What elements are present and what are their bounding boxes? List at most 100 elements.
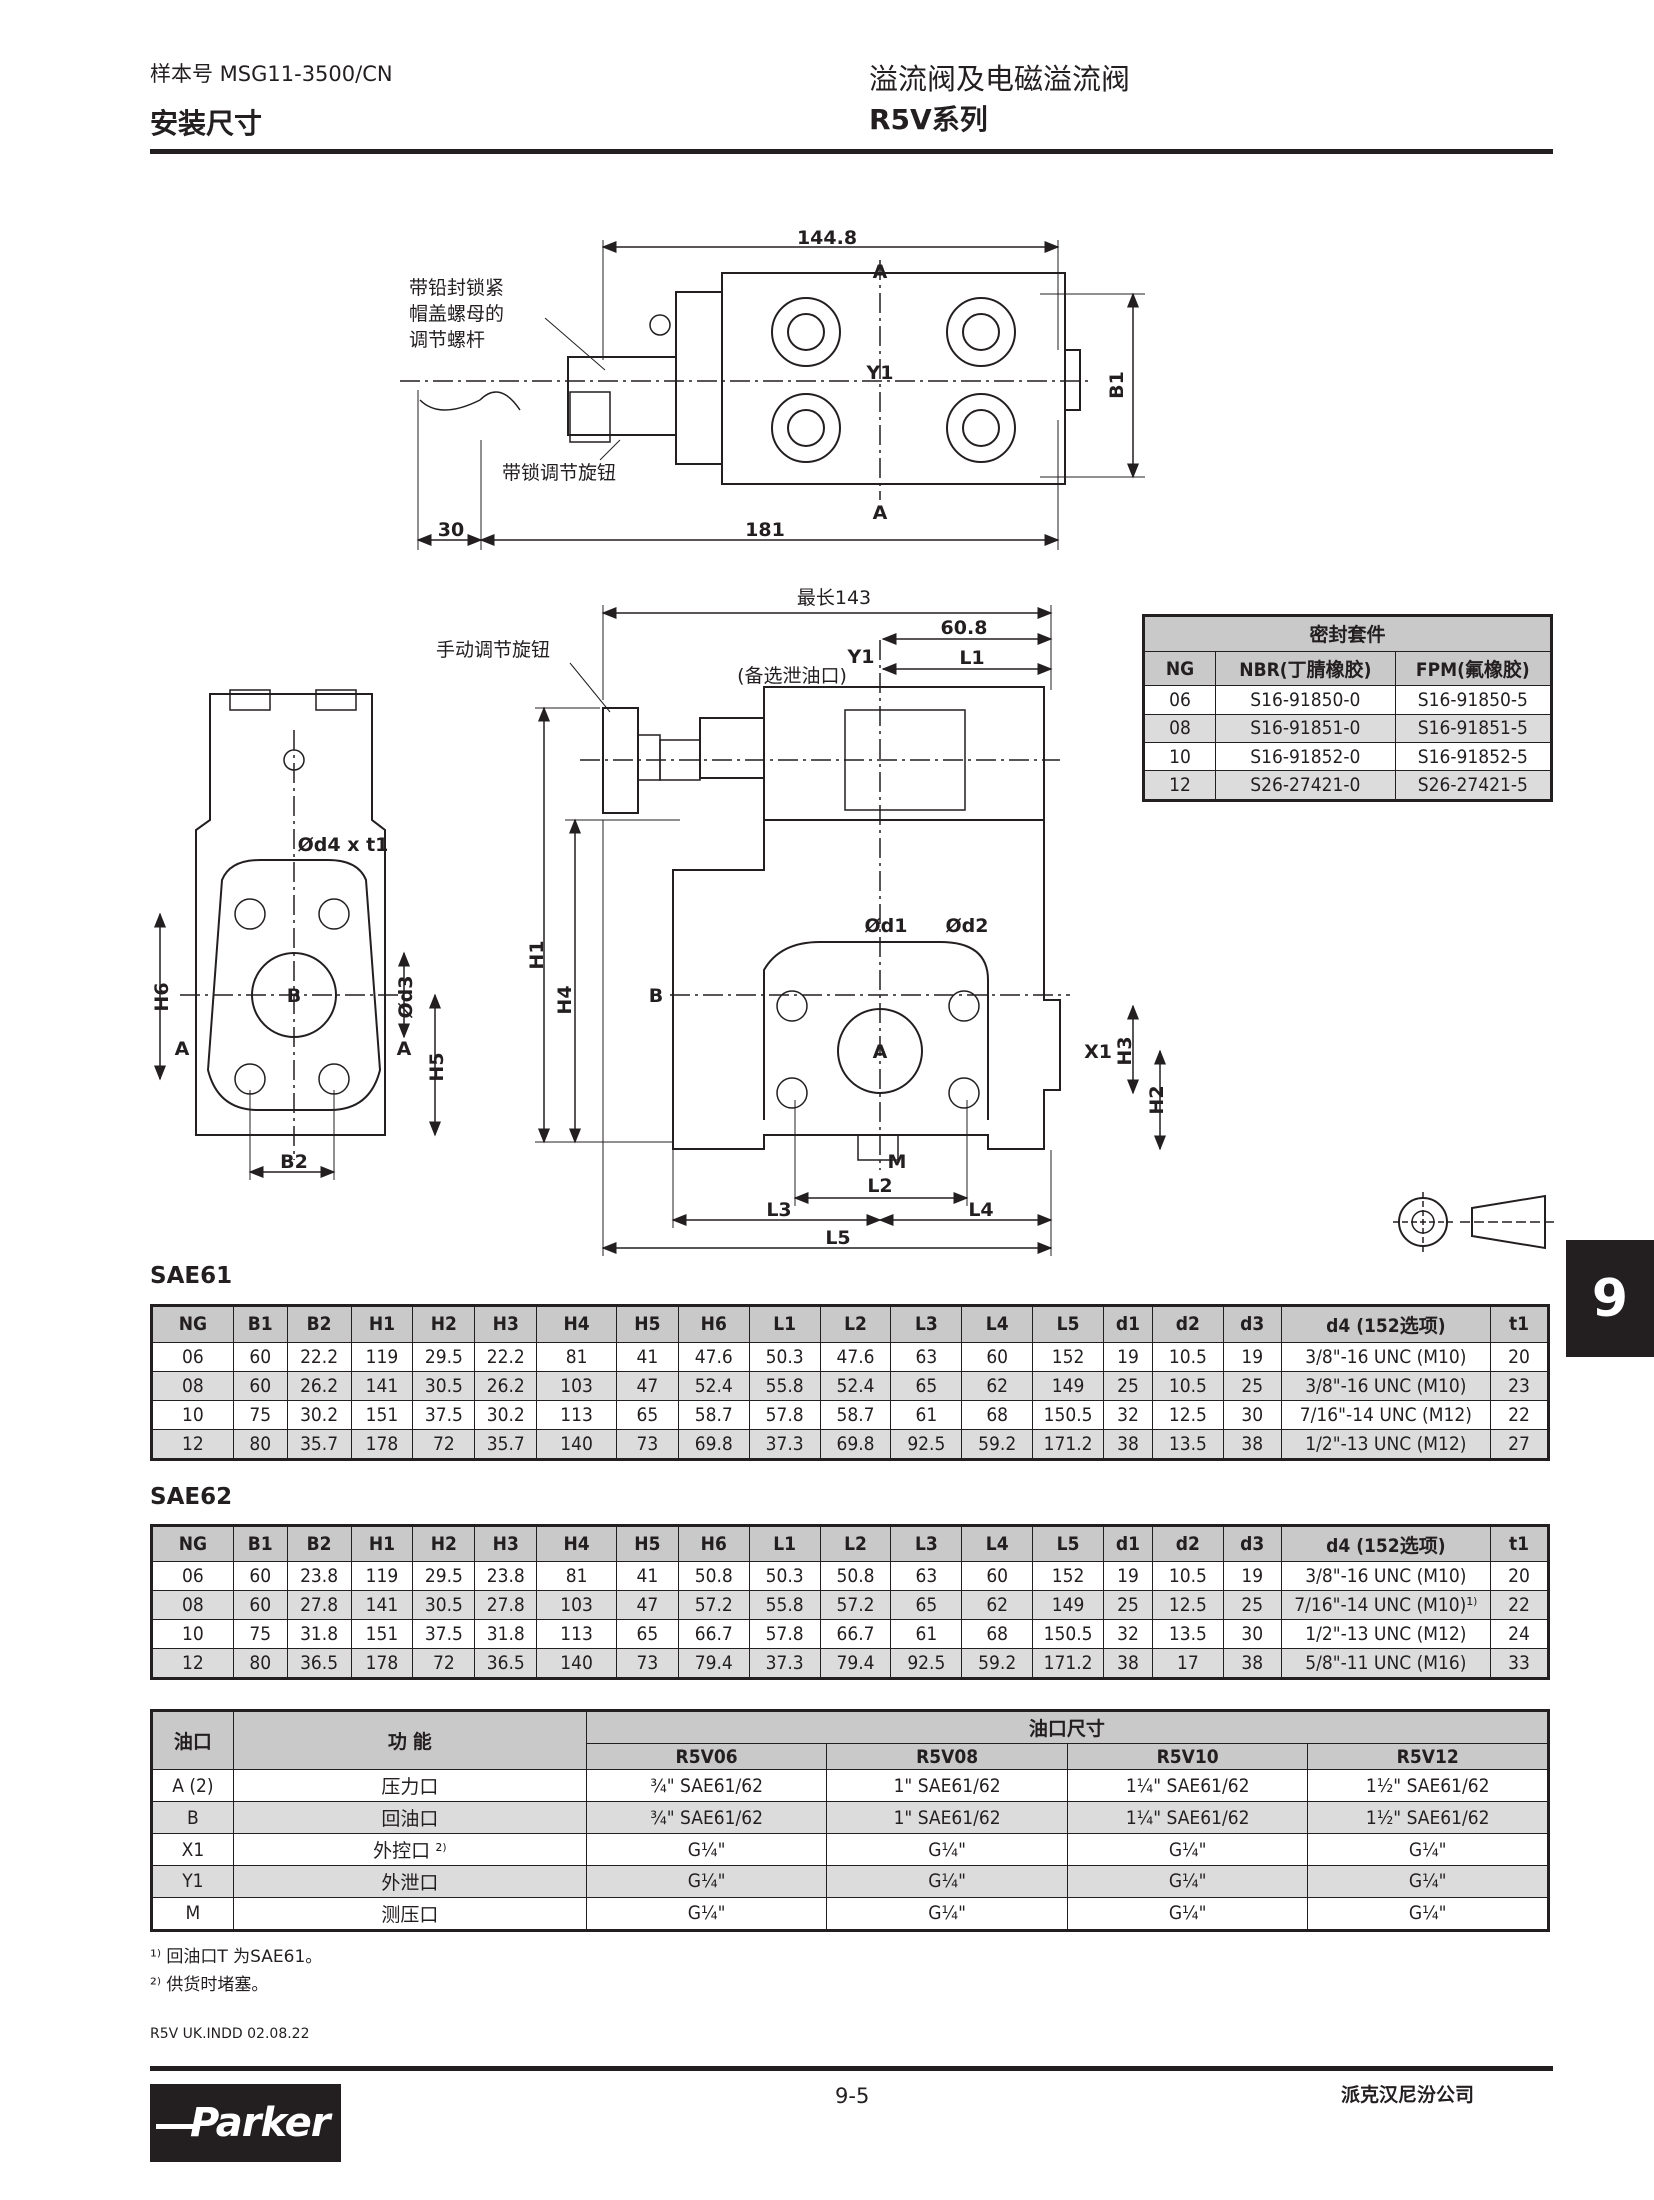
seal-kit-cell: S16-91851-0 xyxy=(1215,713,1396,744)
dim-60-8: 60.8 xyxy=(941,617,988,639)
table-cell: 57.8 xyxy=(748,1399,821,1430)
column-header: L4 xyxy=(961,1305,1034,1343)
table-cell: 57.2 xyxy=(819,1590,892,1621)
column-header: H2 xyxy=(412,1524,476,1563)
port-cell: 1¼" SAE61/62 xyxy=(1066,1801,1309,1835)
footnote-1: ¹⁾ 回油口T 为SAE61。 xyxy=(150,1947,323,1967)
table-cell: 92.5 xyxy=(890,1428,963,1461)
dim-l1: L1 xyxy=(959,647,984,669)
column-header: H4 xyxy=(536,1524,617,1563)
dim-h2: H2 xyxy=(1146,1085,1168,1114)
table-cell: 35.7 xyxy=(286,1428,352,1461)
seal-kit-cell: S16-91852-0 xyxy=(1215,742,1396,772)
port-cell: G¼" xyxy=(585,1896,828,1932)
table-cell: 08 xyxy=(151,1590,234,1621)
column-header: L3 xyxy=(890,1305,963,1343)
table-cell: 52.4 xyxy=(819,1370,892,1401)
table-cell: 12 xyxy=(151,1647,234,1680)
table-cell: 52.4 xyxy=(677,1370,750,1401)
section-title: 安装尺寸 xyxy=(150,107,263,140)
table-cell: 66.7 xyxy=(819,1619,892,1649)
table-cell: 32 xyxy=(1103,1619,1153,1649)
footer-rule xyxy=(150,2066,1553,2071)
table-cell: 72 xyxy=(412,1428,476,1461)
port-cell: G¼" xyxy=(826,1896,1068,1932)
column-header: H6 xyxy=(677,1524,750,1563)
port-cell: G¼" xyxy=(1066,1833,1309,1866)
side-view xyxy=(535,605,1166,1256)
table-cell: 178 xyxy=(350,1647,414,1680)
table-cell: 20 xyxy=(1490,1341,1549,1372)
sae62-title: SAE62 xyxy=(150,1484,233,1510)
table-cell: 50.3 xyxy=(748,1341,821,1372)
seal-kit-cell: 08 xyxy=(1143,713,1216,744)
table-cell: 150.5 xyxy=(1032,1619,1105,1649)
dim-144-8: 144.8 xyxy=(797,227,857,249)
table-cell: 19 xyxy=(1222,1561,1282,1592)
table-cell: 26.2 xyxy=(286,1370,352,1401)
column-header: d3 xyxy=(1222,1524,1282,1563)
seal-kit-cell: S16-91851-5 xyxy=(1394,713,1553,744)
dim-d1: Ød1 xyxy=(865,915,908,937)
table-cell: 36.5 xyxy=(474,1647,538,1680)
table-cell: 13.5 xyxy=(1151,1619,1224,1649)
dim-h5: H5 xyxy=(426,1052,448,1081)
table-cell: 37.5 xyxy=(412,1619,476,1649)
label-screw-1: 带铅封锁紧 xyxy=(409,277,504,299)
table-cell: 141 xyxy=(350,1590,414,1621)
dim-d2: Ød2 xyxy=(946,915,989,937)
table-cell: 80 xyxy=(232,1428,288,1461)
table-cell: 50.3 xyxy=(748,1561,821,1592)
table-cell: 60 xyxy=(961,1561,1034,1592)
table-cell: 19 xyxy=(1222,1341,1282,1372)
dim-l4: L4 xyxy=(968,1199,993,1221)
table-cell: 37.3 xyxy=(748,1647,821,1680)
dim-b1: B1 xyxy=(1106,371,1128,399)
table-cell: 37.5 xyxy=(412,1399,476,1430)
column-header: B1 xyxy=(232,1305,288,1343)
a-right-label: A xyxy=(397,1038,412,1060)
table-cell: 63 xyxy=(890,1561,963,1592)
company-name: 派克汉尼汾公司 xyxy=(1341,2084,1475,2106)
column-header: d4 (152选项) xyxy=(1280,1305,1492,1343)
product-title: 溢流阀及电磁溢流阀 xyxy=(869,62,1131,96)
table-cell: 103 xyxy=(536,1370,617,1401)
port-cell: 回油口 xyxy=(232,1801,587,1835)
port-y1-label: Y1 xyxy=(866,362,894,384)
table-cell: 10.5 xyxy=(1151,1341,1224,1372)
label-screw-2: 帽盖螺母的 xyxy=(409,303,504,325)
port-cell: M xyxy=(151,1896,234,1932)
seal-kit-cell: S16-91852-5 xyxy=(1394,742,1553,772)
dimension-drawings: 144.8 A Y1 A B1 30 181 带铅封锁紧 帽盖螺母的 调节螺杆 … xyxy=(151,227,1654,1270)
table-cell: 7/16"-14 UNC (M12) xyxy=(1280,1399,1492,1430)
dim-d3: Ød3 xyxy=(395,976,417,1019)
table-cell: 5/8"-11 UNC (M16) xyxy=(1280,1647,1492,1680)
column-header: NG xyxy=(151,1524,234,1563)
table-cell: 68 xyxy=(961,1619,1034,1649)
footnote-2: ²⁾ 供货时堵塞。 xyxy=(150,1975,269,1995)
table-cell: 75 xyxy=(232,1619,288,1649)
seal-kit-cell: S26-27421-5 xyxy=(1394,770,1553,801)
seal-header-fpm: FPM(氟橡胶) xyxy=(1394,650,1553,687)
dim-h4: H4 xyxy=(554,985,576,1014)
dim-max-143: 最长143 xyxy=(797,587,871,609)
port-cell: G¼" xyxy=(1307,1864,1549,1898)
table-cell: 60 xyxy=(961,1341,1034,1372)
header-r5v06: R5V06 xyxy=(585,1743,828,1771)
table-cell: 25 xyxy=(1103,1590,1153,1621)
seal-kit-title: 密封套件 xyxy=(1143,615,1552,652)
header-port-size: 油口尺寸 xyxy=(585,1709,1550,1745)
table-cell: 81 xyxy=(536,1341,617,1372)
table-cell: 68 xyxy=(961,1399,1034,1430)
page-number: 9-5 xyxy=(835,2084,870,2108)
table-cell: 41 xyxy=(615,1341,679,1372)
table-cell: 171.2 xyxy=(1032,1647,1105,1680)
table-cell: 30.2 xyxy=(286,1399,352,1430)
table-cell: 1/2"-13 UNC (M12) xyxy=(1280,1619,1492,1649)
column-header: d4 (152选项) xyxy=(1280,1524,1492,1563)
port-cell: G¼" xyxy=(826,1833,1068,1866)
table-cell: 30.5 xyxy=(412,1590,476,1621)
column-header: H5 xyxy=(615,1305,679,1343)
table-cell: 50.8 xyxy=(819,1561,892,1592)
